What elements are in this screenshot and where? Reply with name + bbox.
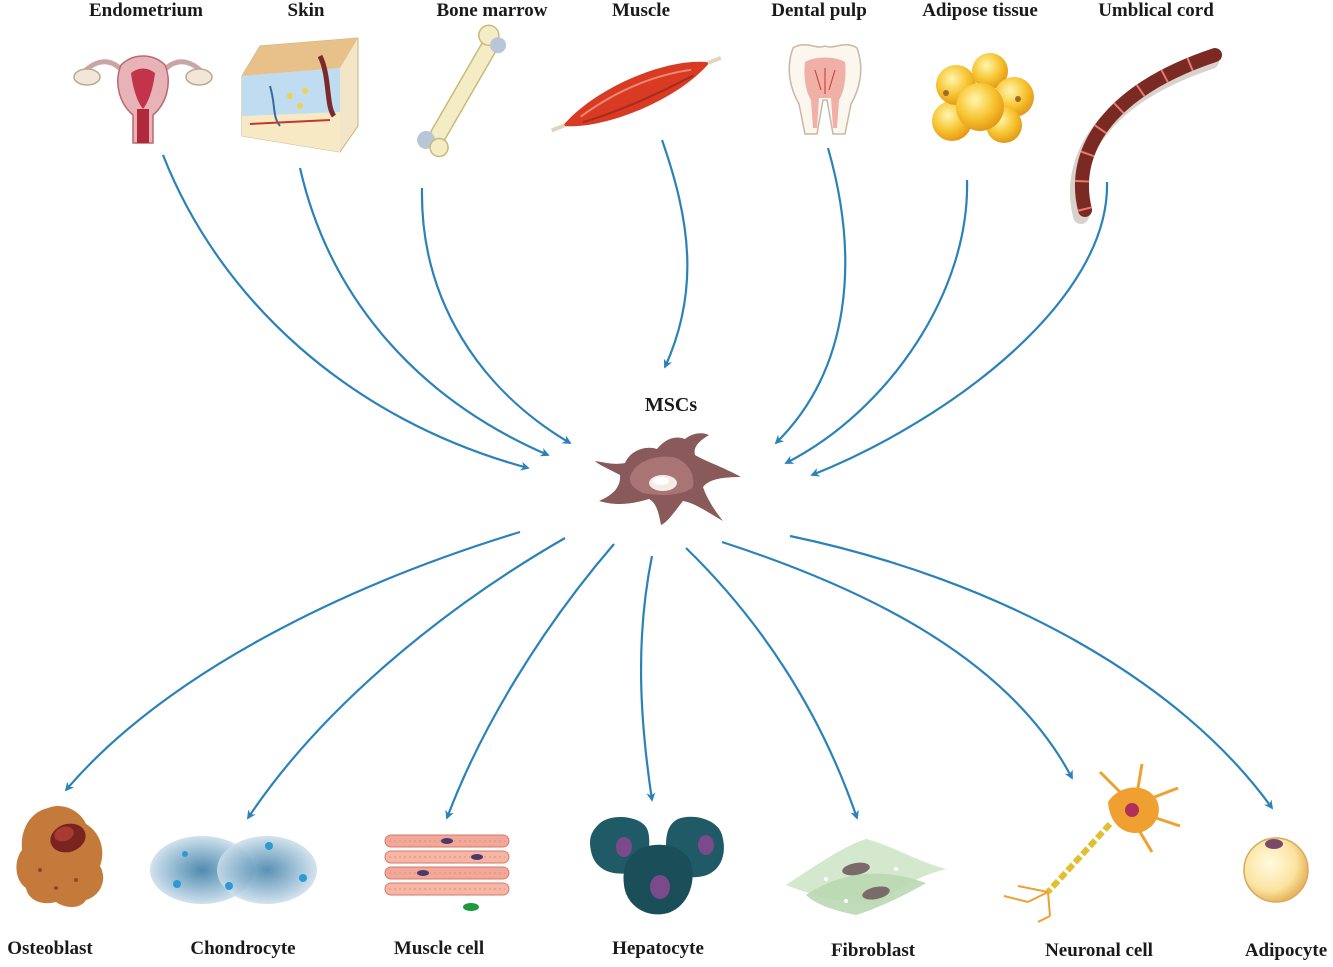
hepatocyte-icon bbox=[590, 816, 724, 915]
label-skin: Skin bbox=[288, 0, 325, 21]
bone-icon bbox=[417, 24, 507, 158]
arrow-adipose-to-msc bbox=[784, 179, 969, 464]
msc-cell-icon bbox=[595, 433, 741, 525]
label-fibroblast: Fibroblast bbox=[831, 940, 916, 961]
label-neuronal-cell: Neuronal cell bbox=[1045, 940, 1153, 961]
muscle-cell-icon bbox=[384, 834, 510, 911]
arrow-bone-marrow-to-msc bbox=[420, 187, 572, 444]
inbound-arrows bbox=[161, 139, 1109, 477]
label-hepatocyte: Hepatocyte bbox=[612, 938, 704, 959]
arrow-msc-to-muscle-cell bbox=[445, 543, 615, 820]
fibroblast-icon bbox=[786, 839, 946, 915]
label-muscle: Muscle bbox=[612, 0, 670, 21]
tooth-icon bbox=[788, 44, 862, 135]
label-endometrium: Endometrium bbox=[89, 0, 203, 21]
osteoblast-icon bbox=[16, 805, 104, 907]
neuron-icon bbox=[1003, 763, 1181, 923]
outbound-arrows bbox=[64, 530, 1274, 820]
label-adipose-tissue: Adipose tissue bbox=[922, 0, 1038, 21]
label-umbilical-cord: Umblical cord bbox=[1098, 0, 1214, 21]
arrow-msc-to-adipocyte bbox=[789, 534, 1274, 810]
label-osteoblast: Osteoblast bbox=[7, 938, 93, 959]
muscle-icon bbox=[550, 55, 722, 133]
arrow-dental-pulp-to-msc bbox=[774, 147, 847, 445]
source-labels: Endometrium Skin Bone marrow Muscle Dent… bbox=[89, 0, 1214, 21]
arrow-msc-to-chondrocyte bbox=[247, 537, 566, 820]
arrow-endometrium-to-msc bbox=[161, 154, 530, 471]
adipocyte-icon bbox=[1243, 837, 1309, 903]
label-chondrocyte: Chondrocyte bbox=[190, 938, 295, 959]
umbilical-cord-icon bbox=[1069, 48, 1222, 224]
arrow-msc-to-neuronal-cell bbox=[721, 540, 1073, 780]
label-bone-marrow: Bone marrow bbox=[437, 0, 548, 21]
chondrocyte-icon bbox=[150, 836, 317, 904]
skin-layers-icon bbox=[241, 37, 359, 153]
arrow-skin-to-msc bbox=[298, 167, 550, 457]
fat-cells-icon bbox=[932, 53, 1034, 143]
arrow-umbilical-to-msc bbox=[810, 181, 1109, 477]
arrow-muscle-to-msc bbox=[660, 139, 689, 369]
label-adipocyte: Adipocyte bbox=[1245, 940, 1327, 961]
arrow-msc-to-fibroblast bbox=[685, 547, 859, 820]
label-muscle-cell: Muscle cell bbox=[394, 938, 484, 959]
label-dental-pulp: Dental pulp bbox=[771, 0, 867, 21]
arrow-msc-to-osteoblast bbox=[64, 530, 521, 792]
uterus-icon bbox=[73, 55, 213, 144]
arrow-msc-to-hepatocyte bbox=[639, 555, 656, 802]
label-mscs: MSCs bbox=[645, 394, 697, 416]
target-labels: Osteoblast Chondrocyte Muscle cell Hepat… bbox=[7, 938, 1327, 961]
